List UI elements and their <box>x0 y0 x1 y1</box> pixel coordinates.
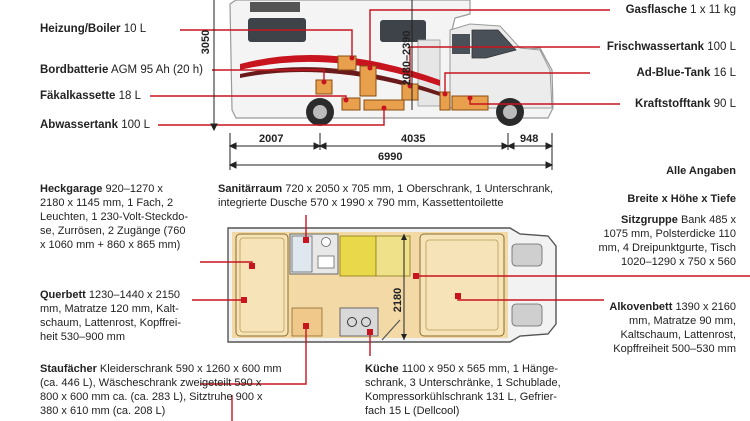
dim-height-inner: 2080–2390 <box>401 30 413 86</box>
side-window-mid <box>380 20 426 42</box>
rear-bed <box>235 233 289 337</box>
dim-rear-overhang: 2007 <box>259 133 284 145</box>
dimension-note-line1: Alle Angaben <box>666 165 736 177</box>
section-querbett-text: 1230–1440 x 2150 mm, Matratze 120 mm, Ka… <box>40 289 182 343</box>
label-abwasser: Abwassertank 100 L <box>40 118 150 132</box>
section-staufaecher-title: Staufächer <box>40 363 97 375</box>
side-window <box>452 34 470 54</box>
label-bordbatterie: Bordbatterie AGM 95 Ah (20 h) <box>40 63 203 77</box>
dinette <box>375 235 411 277</box>
leader-dots-plan <box>241 237 461 335</box>
dimension-lines <box>210 0 554 170</box>
motorhome-side-view <box>229 0 554 126</box>
section-heckgarage-title: Heckgarage <box>40 183 103 195</box>
section-sanitaer: Sanitärraum 720 x 2050 x 705 mm, 1 Obers… <box>218 182 578 210</box>
dimension-note: Alle Angaben Breite x Höhe x Tiefe <box>627 150 736 220</box>
label-heizung-name: Heizung/Boiler <box>40 23 121 35</box>
section-querbett-title: Querbett <box>40 289 86 301</box>
label-adblue-name: Ad-Blue-Tank <box>636 67 711 79</box>
label-heizung: Heizung/Boiler 10 L <box>40 22 146 36</box>
bench <box>339 235 377 277</box>
label-adblue-value: 16 L <box>713 67 736 79</box>
section-kueche-title: Küche <box>365 363 399 375</box>
alcove-bed <box>419 233 505 337</box>
skylight <box>250 2 300 12</box>
section-heckgarage: Heckgarage 920–1270 x 2180 x 1145 mm, 1 … <box>40 182 205 252</box>
leader-dots-side <box>321 55 473 111</box>
decor-stripe-dark <box>240 67 440 96</box>
label-frischwasser-name: Frischwassertank <box>606 41 705 53</box>
washbasin <box>317 255 335 269</box>
dim-front-overhang: 948 <box>520 133 539 145</box>
section-heckgarage-text: 920–1270 x 2180 x 1145 mm, 1 Fach, 2 Leu… <box>40 183 188 251</box>
label-frischwasser: Frischwassertank 100 L <box>607 40 736 54</box>
section-kueche-text: 1100 x 950 x 565 mm, 1 Hänge- schrank, 3… <box>365 363 561 417</box>
section-sitzgruppe: Sitzgruppe Bank 485 x 1075 mm, Polsterdi… <box>576 213 736 269</box>
label-frischwasser-value: 100 L <box>707 41 736 53</box>
section-alkovenbett-text: 1390 x 2160 mm, Matratze 90 mm, Kaltscha… <box>613 301 736 355</box>
shower <box>291 235 313 273</box>
entry-door-plan <box>381 319 401 341</box>
label-bordbatterie-value: AGM 95 Ah (20 h) <box>110 64 203 76</box>
section-sanitaer-text: 720 x 2050 x 705 mm, 1 Oberschrank, 1 Un… <box>218 183 554 209</box>
label-faekal-value: 18 L <box>118 90 142 102</box>
section-sanitaer-title: Sanitärraum <box>218 183 283 195</box>
label-kraftstoff-name: Kraftstofftank <box>635 98 711 110</box>
label-heizung-value: 10 L <box>123 23 147 35</box>
section-sitzgruppe-text: Bank 485 x 1075 mm, Polsterdicke 110 mm,… <box>598 214 736 268</box>
section-staufaecher: Staufächer Kleiderschrank 590 x 1260 x 6… <box>40 362 300 418</box>
windshield <box>471 29 517 59</box>
label-kraftstoff-value: 90 L <box>713 98 736 110</box>
section-querbett: Querbett 1230–1440 x 2150 mm, Matratze 1… <box>40 288 205 344</box>
label-gas-value: 1 x 11 kg <box>690 4 736 16</box>
cab-seat-left <box>511 243 543 267</box>
cab-seat-right <box>511 303 543 327</box>
dim-length: 6990 <box>378 151 403 163</box>
label-faekal: Fäkalkassette 18 L <box>40 89 141 103</box>
label-kraftstoff: Kraftstofftank 90 L <box>635 97 736 111</box>
section-staufaecher-text: Kleiderschrank 590 x 1260 x 600 mm (ca. … <box>40 363 282 417</box>
section-kueche: Küche 1100 x 950 x 565 mm, 1 Hänge- schr… <box>365 362 575 418</box>
label-adblue: Ad-Blue-Tank 16 L <box>637 66 737 80</box>
tank-gas <box>359 65 377 97</box>
floor-plan <box>227 227 557 343</box>
label-faekal-name: Fäkalkassette <box>40 90 116 102</box>
dim-height-total: 3050 <box>200 29 212 55</box>
label-abwasser-value: 100 L <box>121 119 150 131</box>
section-sitzgruppe-title: Sitzgruppe <box>621 214 678 226</box>
label-abwasser-name: Abwassertank <box>40 119 118 131</box>
dim-wheelbase: 4035 <box>401 133 426 145</box>
leader-lines-side <box>150 9 620 126</box>
dimension-note-line2: Breite x Höhe x Tiefe <box>627 193 736 205</box>
section-alkovenbett: Alkovenbett 1390 x 2160 mm, Matratze 90 … <box>586 300 736 356</box>
toilet <box>321 237 331 247</box>
section-alkovenbett-title: Alkovenbett <box>609 301 673 313</box>
wardrobe <box>291 307 323 337</box>
entry-door <box>417 39 441 107</box>
label-gas-name: Gasflasche <box>625 4 687 16</box>
dim-floor-width: 2180 <box>392 287 404 313</box>
label-gas: Gasflasche 1 x 11 kg <box>626 3 736 17</box>
label-bordbatterie-name: Bordbatterie <box>40 64 109 76</box>
